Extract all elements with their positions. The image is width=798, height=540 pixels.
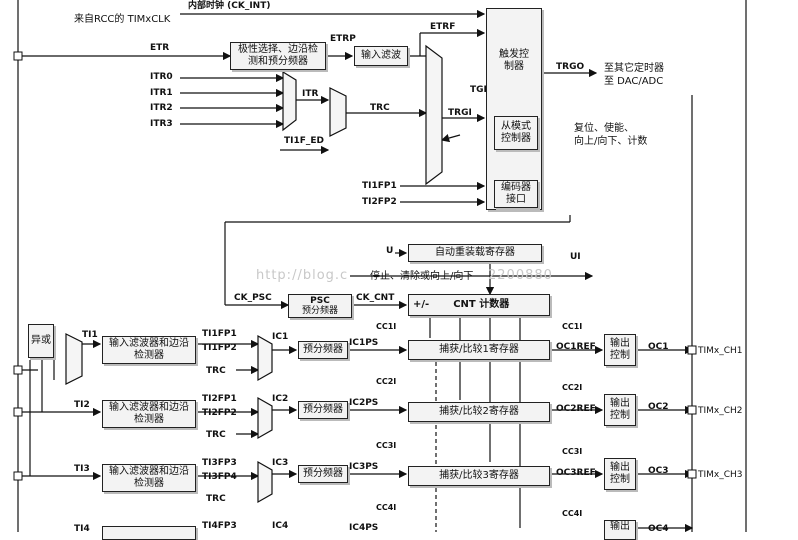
trgo-label: TRGO xyxy=(556,62,585,72)
prescaler-ch2: 预分频器 xyxy=(298,401,348,419)
prescaler-ch3: 预分频器 xyxy=(298,465,348,483)
trc-ch2-label: TRC xyxy=(206,430,226,440)
trgi-label: TRGI xyxy=(448,108,472,118)
xor-block: 异或 xyxy=(28,324,54,358)
cc4i-label: CC4I xyxy=(376,503,397,512)
ic2-label: IC2 xyxy=(272,394,289,404)
cc1i-label: CC1I xyxy=(376,322,397,331)
itr0-label: ITR0 xyxy=(150,72,173,82)
timx-ch3-label: TIMx_CH3 xyxy=(698,470,743,480)
ui-label: UI xyxy=(570,252,581,262)
capture-compare-2-block: 捕获/比较2寄存器 xyxy=(408,402,550,422)
ck-cnt-label: CK_CNT xyxy=(356,293,395,303)
itr2-label: ITR2 xyxy=(150,103,173,113)
ic3ps-label: IC3PS xyxy=(349,462,379,472)
trgo-dest-label: 至其它定时器 xyxy=(604,63,664,74)
cc4i-right-label: CC4I xyxy=(562,509,583,518)
tgi-label: TGI xyxy=(470,85,487,95)
output-control-1: 输出控制 xyxy=(604,334,636,366)
ti2fp1-ch-label: TI2FP1 xyxy=(202,394,237,404)
itr-label: ITR xyxy=(302,89,319,99)
oc3ref-label: OC3REF xyxy=(556,468,596,478)
filter-edge-detector-1: 输入滤波器和边沿检测器 xyxy=(102,336,196,364)
prescaler-ch1: 预分频器 xyxy=(298,341,348,359)
ti2-label: TI2 xyxy=(74,400,90,410)
psc-prescaler-block: PSC 预分频器 xyxy=(288,294,352,318)
ic4-label: IC4 xyxy=(272,521,289,531)
trc-ch1-label: TRC xyxy=(206,366,226,376)
output-control-2: 输出控制 xyxy=(604,394,636,426)
auto-reload-register-block: 自动重装载寄存器 xyxy=(408,244,542,262)
itr3-label: ITR3 xyxy=(150,119,173,129)
filter-edge-detector-3: 输入滤波器和边沿检测器 xyxy=(102,464,196,492)
ck-psc-label: CK_PSC xyxy=(234,293,272,303)
timxclk-label: 来自RCC的 TIMxCLK xyxy=(74,14,171,25)
ti1-label: TI1 xyxy=(82,330,98,340)
output-control-4: 输出 xyxy=(604,520,636,540)
ic2ps-label: IC2PS xyxy=(349,398,379,408)
input-filter-block: 输入滤波 xyxy=(354,46,408,66)
cc2i-right-label: CC2I xyxy=(562,383,583,392)
trigger-controller-block: 触发控制器 xyxy=(486,8,542,210)
encoder-interface-block: 编码器接口 xyxy=(494,180,538,208)
cnt-label: CNT 计数器 xyxy=(453,299,510,310)
ti3-label: TI3 xyxy=(74,464,90,474)
ic3-label: IC3 xyxy=(272,458,289,468)
slave-mode-desc-label: 复位、使能、 xyxy=(574,123,634,134)
ti1fp2-ch-label: TI1FP2 xyxy=(202,343,237,353)
polarity-select-block: 极性选择、边沿检测和预分频器 xyxy=(230,42,326,70)
cc1i-right-label: CC1I xyxy=(562,322,583,331)
ti1fp1-label: TI1FP1 xyxy=(362,181,397,191)
cc3i-label: CC3I xyxy=(376,441,397,450)
ti2fp2-label: TI2FP2 xyxy=(362,197,397,207)
etr-label: ETR xyxy=(150,43,170,53)
capture-compare-3-block: 捕获/比较3寄存器 xyxy=(408,466,550,486)
ti1fp1-ch-label: TI1FP1 xyxy=(202,329,237,339)
cnt-prefix: +/- xyxy=(413,299,430,310)
capture-compare-1-block: 捕获/比较1寄存器 xyxy=(408,340,550,360)
stop-clear-label: 停止、清除或向上/向下 xyxy=(370,271,474,282)
ti3fp3-ch-label: TI3FP3 xyxy=(202,458,237,468)
output-control-3: 输出控制 xyxy=(604,458,636,490)
oc3-label: OC3 xyxy=(648,466,669,476)
trc-ch3-label: TRC xyxy=(206,494,226,504)
itr1-label: ITR1 xyxy=(150,88,173,98)
oc1ref-label: OC1REF xyxy=(556,342,596,352)
psc-sub-label: 预分频器 xyxy=(301,306,338,316)
ck-int-label: 内部时钟 (CK_INT) xyxy=(188,1,271,11)
ti2fp2-ch-label: TI2FP2 xyxy=(202,408,237,418)
cc3i-right-label: CC3I xyxy=(562,447,583,456)
filter-edge-detector-4 xyxy=(102,526,196,540)
watermark-2: 2200880 xyxy=(488,268,553,283)
watermark: http://blog.c xyxy=(256,268,349,283)
cnt-counter-block: +/- CNT 计数器 xyxy=(408,294,550,316)
ic4ps-label: IC4PS xyxy=(349,523,379,533)
ic1ps-label: IC1PS xyxy=(349,338,379,348)
slave-mode-controller-block: 从模式控制器 xyxy=(494,116,538,150)
u-label-top: U xyxy=(386,246,394,256)
trigger-controller-label: 触发控制器 xyxy=(499,49,529,72)
slave-mode-desc2-label: 向上/向下、计数 xyxy=(574,136,648,147)
filter-edge-detector-2: 输入滤波器和边沿检测器 xyxy=(102,400,196,428)
ti3fp4-ch-label: TI3FP4 xyxy=(202,472,237,482)
oc2-label: OC2 xyxy=(648,402,669,412)
oc2ref-label: OC2REF xyxy=(556,404,596,414)
trc-label: TRC xyxy=(370,103,390,113)
oc4-label: OC4 xyxy=(648,524,669,534)
ic1-label: IC1 xyxy=(272,332,289,342)
ti4-label: TI4 xyxy=(74,524,90,534)
timx-ch2-label: TIMx_CH2 xyxy=(698,406,743,416)
timx-ch1-label: TIMx_CH1 xyxy=(698,346,743,356)
ti1f-ed-label: TI1F_ED xyxy=(284,136,325,146)
ti4fp3-ch-label: TI4FP3 xyxy=(202,521,237,531)
trgo-dest2-label: 至 DAC/ADC xyxy=(604,76,664,87)
cc2i-label: CC2I xyxy=(376,377,397,386)
etrf-label: ETRF xyxy=(430,22,456,32)
oc1-label: OC1 xyxy=(648,342,669,352)
psc-label: PSC xyxy=(310,296,330,306)
etrp-label: ETRP xyxy=(330,34,356,44)
